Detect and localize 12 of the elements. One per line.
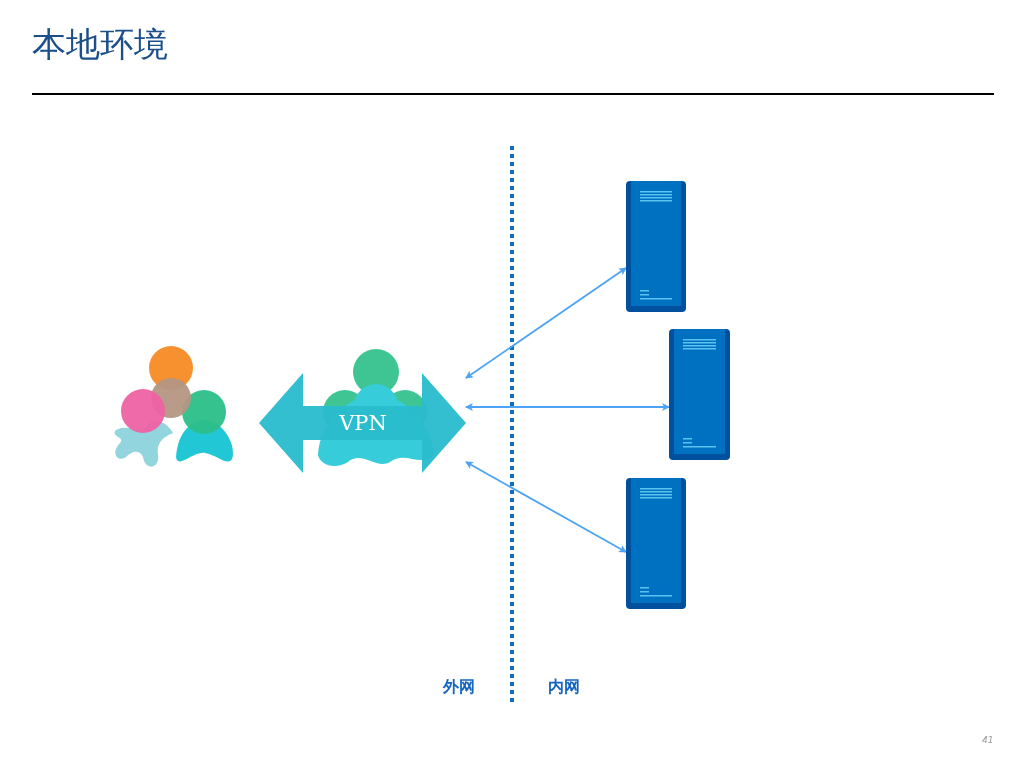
slide-title: 本地环境 — [32, 23, 168, 66]
double-arrow-line — [465, 461, 627, 553]
arrow-label: VPN — [338, 410, 388, 436]
server-icon — [626, 478, 686, 609]
server-icon — [626, 181, 686, 312]
double-arrow-line — [465, 267, 627, 379]
page-number: 41 — [982, 735, 994, 745]
server-icon — [669, 329, 730, 460]
zone-label: 外网 — [443, 677, 475, 698]
double-arrow-line — [465, 403, 670, 411]
zone-label: 内网 — [548, 677, 580, 698]
double-arrow — [259, 373, 467, 473]
